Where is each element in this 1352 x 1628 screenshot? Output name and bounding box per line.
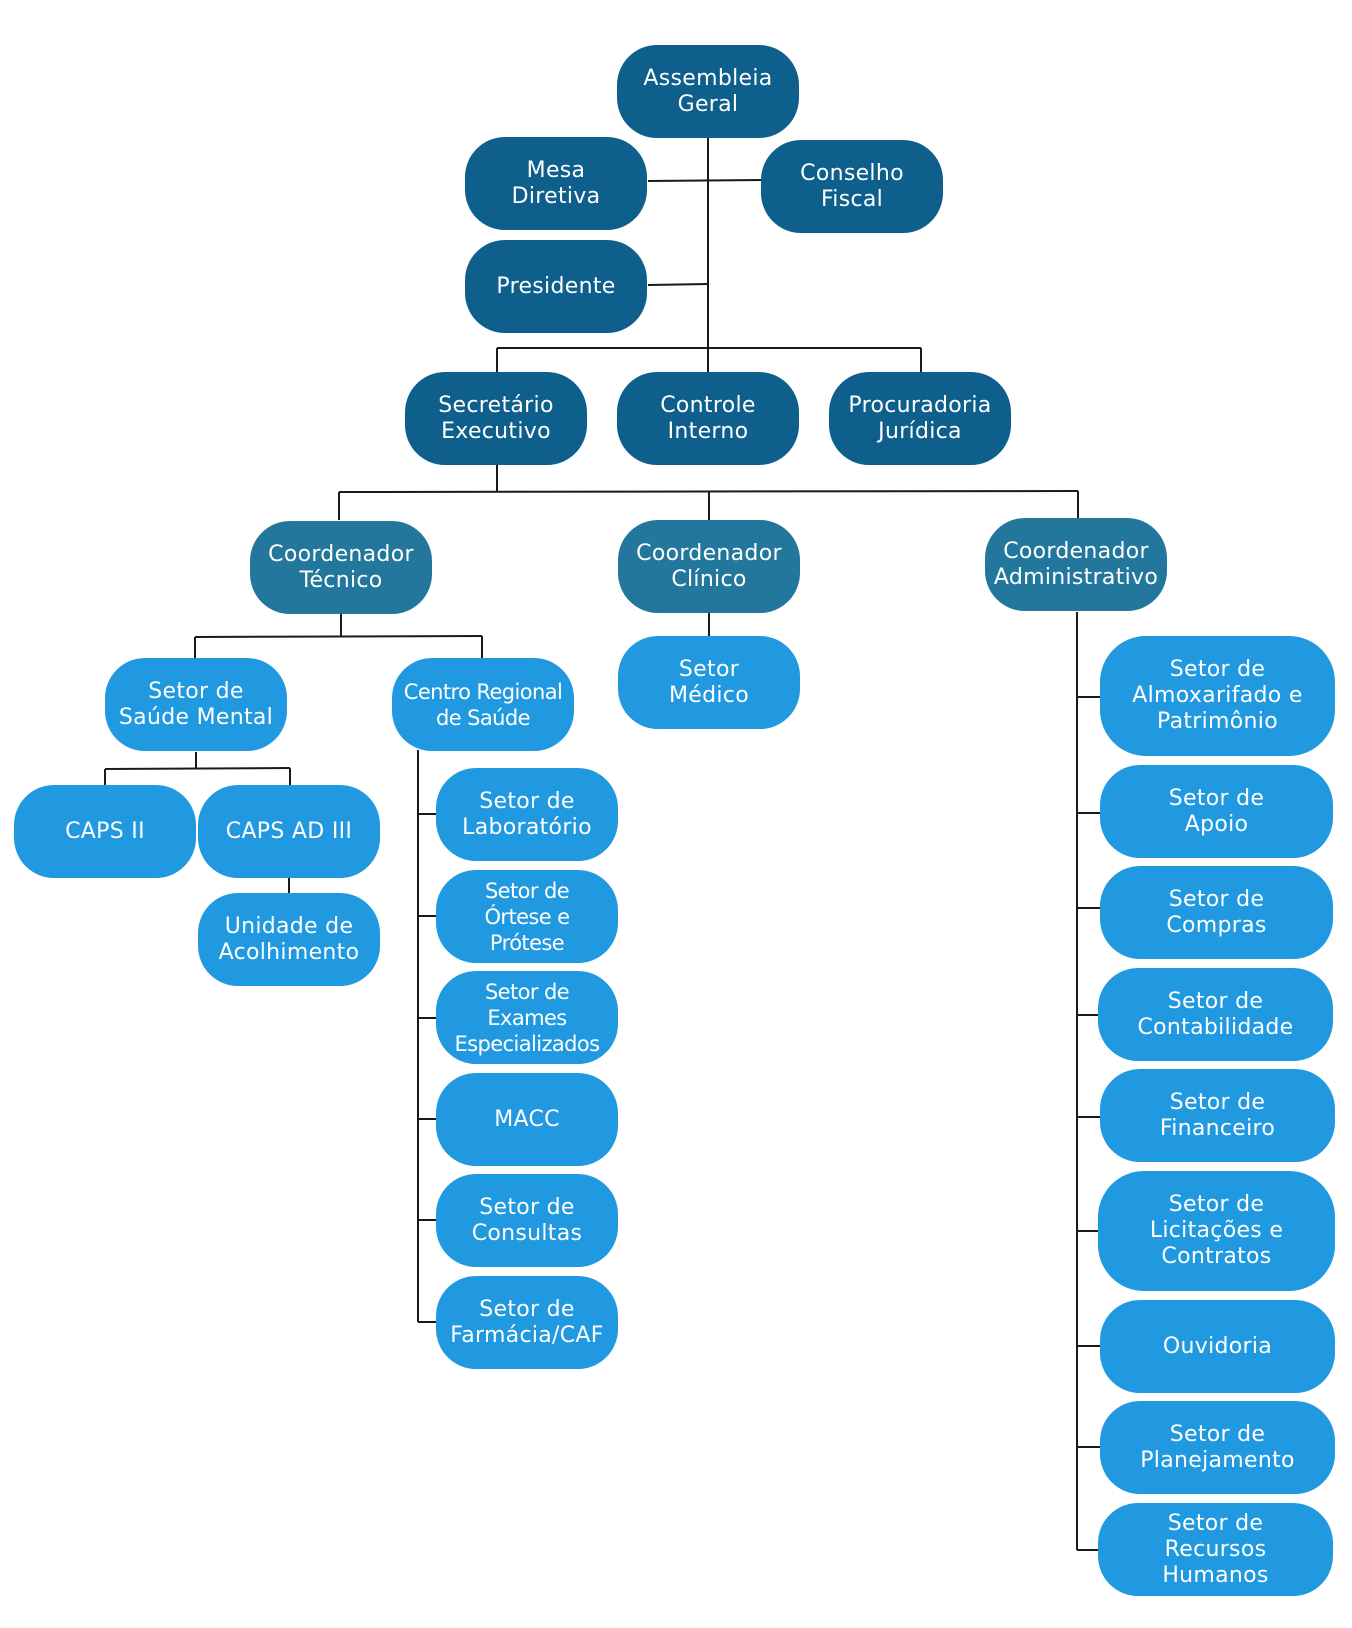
node-presidente: Presidente — [465, 240, 647, 333]
connector — [647, 283, 709, 286]
node-macc: MACC — [436, 1073, 618, 1166]
node-setor-ortese-protese: Setor de Órtese e Prótese — [436, 870, 618, 963]
node-caps-ad-iii: CAPS AD III — [198, 785, 380, 878]
node-ouvidoria: Ouvidoria — [1100, 1300, 1335, 1393]
node-unidade-acolhimento: Unidade de Acolhimento — [198, 893, 380, 986]
node-controle-interno: Controle Interno — [617, 372, 799, 465]
node-setor-licitacoes-contratos: Setor de Licitações e Contratos — [1098, 1171, 1335, 1291]
node-setor-almoxarifado: Setor de Almoxarifado e Patrimônio — [1100, 636, 1335, 756]
node-caps-ii: CAPS II — [14, 785, 196, 878]
node-setor-exames-especializados: Setor de Exames Especializados — [436, 971, 618, 1064]
node-setor-saude-mental: Setor de Saúde Mental — [105, 658, 287, 751]
node-coordenador-administrativo: Coordenador Administrativo — [985, 518, 1167, 611]
node-setor-recursos-humanos: Setor de Recursos Humanos — [1098, 1503, 1333, 1596]
node-secretario-executivo: Secretário Executivo — [405, 372, 587, 465]
node-setor-planejamento: Setor de Planejamento — [1100, 1401, 1335, 1494]
node-coordenador-tecnico: Coordenador Técnico — [250, 521, 432, 614]
connector — [104, 767, 291, 770]
node-setor-consultas: Setor de Consultas — [436, 1174, 618, 1267]
node-setor-apoio: Setor de Apoio — [1100, 765, 1333, 858]
connector — [647, 179, 763, 182]
node-setor-compras: Setor de Compras — [1100, 866, 1333, 959]
node-setor-laboratorio: Setor de Laboratório — [436, 768, 618, 861]
node-centro-regional-saude: Centro Regional de Saúde — [392, 658, 574, 751]
node-setor-medico: Setor Médico — [618, 636, 800, 729]
connector — [194, 635, 483, 638]
node-setor-contabilidade: Setor de Contabilidade — [1098, 968, 1333, 1061]
node-mesa-diretiva: Mesa Diretiva — [465, 137, 647, 230]
node-assembleia-geral: Assembleia Geral — [617, 45, 799, 138]
node-setor-financeiro: Setor de Financeiro — [1100, 1069, 1335, 1162]
node-setor-farmacia-caf: Setor de Farmácia/CAF — [436, 1276, 618, 1369]
node-conselho-fiscal: Conselho Fiscal — [761, 140, 943, 233]
node-procuradoria-juridica: Procuradoria Jurídica — [829, 372, 1011, 465]
node-coordenador-clinico: Coordenador Clínico — [618, 520, 800, 613]
